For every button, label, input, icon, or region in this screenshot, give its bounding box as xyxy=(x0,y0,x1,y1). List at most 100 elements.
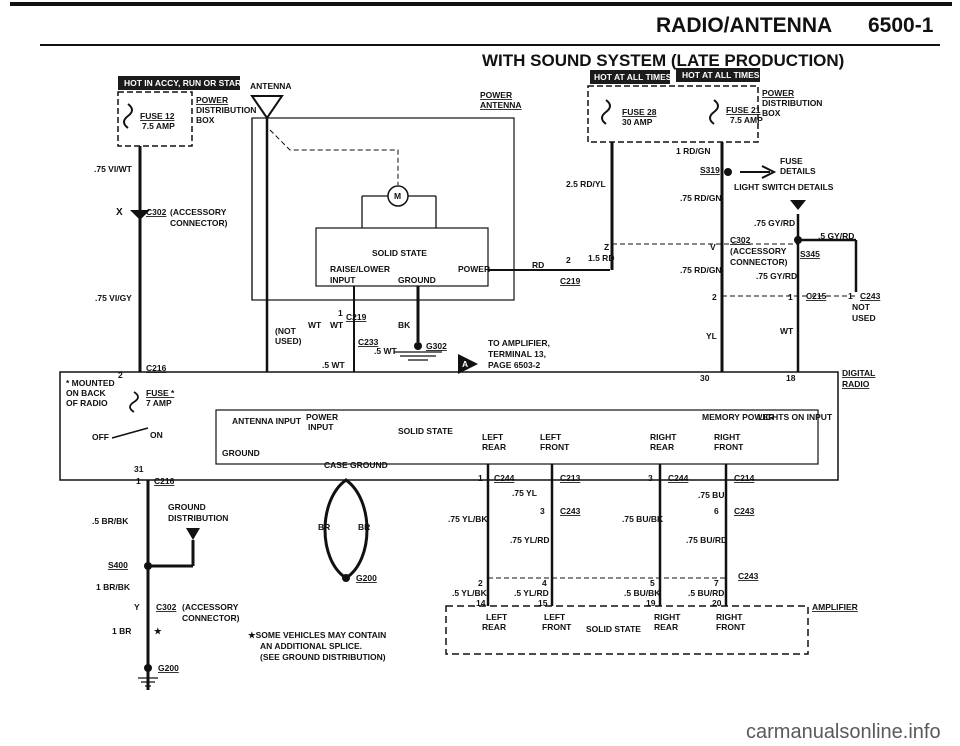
wire-label: .75 YL xyxy=(512,488,537,498)
not-used-2: USED xyxy=(852,313,876,323)
radio-ch-lf-2: FRONT xyxy=(540,442,570,452)
connector-pin: 3 xyxy=(648,473,653,483)
pin: 14 xyxy=(476,598,486,608)
not-used-label: (NOT xyxy=(275,326,297,336)
amp-rf-2: FRONT xyxy=(716,622,746,632)
connector-pin: 2 xyxy=(566,255,571,265)
right-pd-power: POWER xyxy=(762,88,794,98)
mounted-note-1: * MOUNTED xyxy=(66,378,115,388)
fuse-12-amp: 7.5 AMP xyxy=(142,121,175,131)
right-pd-distribution: DISTRIBUTION xyxy=(762,98,822,108)
lights-on-label: LIGHTS ON INPUT xyxy=(758,412,833,422)
radio-ch-rr-2: REAR xyxy=(650,442,674,452)
splice-star: ★ xyxy=(154,626,163,636)
right-pd-box: BOX xyxy=(762,108,781,118)
amp-lf-1: LEFT xyxy=(544,612,566,622)
connector-pin: 3 xyxy=(540,506,545,516)
power-antenna-label: POWER xyxy=(480,90,512,100)
ground-label: G200 xyxy=(158,663,179,673)
amp-lf-2: FRONT xyxy=(542,622,572,632)
amp-note-2: TERMINAL 13, xyxy=(488,349,546,359)
wire-label: .75 BU/RD xyxy=(686,535,727,545)
pin-30: 30 xyxy=(700,373,710,383)
motor-label: M xyxy=(394,191,401,201)
connector-pin: V xyxy=(710,242,716,252)
pin: 7 xyxy=(714,578,719,588)
connector-pin: Z xyxy=(604,242,609,252)
antenna-input-label: ANTENNA INPUT xyxy=(232,416,302,426)
fuse-details-2: DETAILS xyxy=(780,166,816,176)
connector-pin: 1 xyxy=(338,308,343,318)
antenna-symbol xyxy=(250,95,284,120)
digital-radio-box xyxy=(59,371,839,481)
fuse-details-arrow xyxy=(740,165,777,179)
wire-label: .75 GY/RD xyxy=(754,218,795,228)
connector-desc: (ACCESSORY xyxy=(730,246,787,256)
raise-lower-label: RAISE/LOWER xyxy=(330,264,390,274)
wire-label: YL xyxy=(706,331,717,341)
wire-label: BR xyxy=(318,522,330,532)
connector-pin: 1 xyxy=(478,473,483,483)
wire-label: .5 YL/RD xyxy=(514,588,549,598)
connector-label: C215 xyxy=(806,291,827,301)
pin: 20 xyxy=(712,598,722,608)
amp-rr-2: REAR xyxy=(654,622,678,632)
connector-pin: 6 xyxy=(714,506,719,516)
connector-label: C302 xyxy=(146,207,167,217)
antenna-solid-state: SOLID STATE xyxy=(372,248,427,258)
left-power-distribution-box xyxy=(117,91,193,147)
connector-label: C244 xyxy=(668,473,689,483)
wire-label: .75 VI/WT xyxy=(94,164,133,174)
radio-ground-label: GROUND xyxy=(222,448,260,458)
wire-label: .5 YL/BK xyxy=(452,588,488,598)
wire-label: RD xyxy=(532,260,544,270)
page-title: RADIO/ANTENNA xyxy=(656,14,832,37)
wire-label: 2.5 RD/YL xyxy=(566,179,606,189)
ground-label: G200 xyxy=(356,573,377,583)
diagram-subtitle: WITH SOUND SYSTEM (LATE PRODUCTION) xyxy=(482,51,844,70)
connector-pin: X xyxy=(116,207,123,218)
radio-input-label: INPUT xyxy=(308,422,334,432)
splice-dot xyxy=(724,168,732,176)
ground-dot xyxy=(342,574,350,582)
amp-rr-1: RIGHT xyxy=(654,612,681,622)
hot-all-tag-2 xyxy=(676,68,760,82)
connector-label: C214 xyxy=(734,473,755,483)
connector-label: C213 xyxy=(560,473,581,483)
ground-dist-2: DISTRIBUTION xyxy=(168,513,228,523)
radio-ch-lf-1: LEFT xyxy=(540,432,562,442)
radio-fuse-amp: 7 AMP xyxy=(146,398,172,408)
page-number: 6500-1 xyxy=(868,14,934,37)
splice-label: S400 xyxy=(108,560,128,570)
connector-pin: 2 xyxy=(712,292,717,302)
power-antenna-box xyxy=(251,117,515,301)
wire-label: .75 YL/RD xyxy=(510,535,550,545)
connector-symbol xyxy=(130,210,150,220)
wire-label: 1 RD/GN xyxy=(676,146,710,156)
left-pd-distribution: DISTRIBUTION xyxy=(196,105,256,115)
wire-label: BR xyxy=(358,522,370,532)
ground-symbol xyxy=(138,677,158,687)
connector-label: C219 xyxy=(346,312,367,322)
radio-fuse-symbol xyxy=(129,391,139,413)
switch-on: ON xyxy=(150,430,163,440)
wire-label: .75 YL/BK xyxy=(448,514,488,524)
amp-arrow-badge xyxy=(458,354,478,374)
connector-pin: 1 xyxy=(788,292,793,302)
pin: 15 xyxy=(538,598,548,608)
wire-label: .75 VI/GY xyxy=(95,293,132,303)
wire-label: .75 GY/RD xyxy=(756,271,797,281)
connector-desc: (ACCESSORY xyxy=(170,207,227,217)
fuse-details-1: FUSE xyxy=(780,156,803,166)
wire-label: .5 BU/RD xyxy=(688,588,724,598)
antenna-dashed-link xyxy=(269,129,399,185)
wire-label: .5 WT xyxy=(374,346,397,356)
splice-dot xyxy=(794,236,802,244)
radio-ch-rf-1: RIGHT xyxy=(714,432,741,442)
splice-note-3: (SEE GROUND DISTRIBUTION) xyxy=(260,652,386,662)
connector-label: C216 xyxy=(154,476,175,486)
amp-lr-1: LEFT xyxy=(486,612,508,622)
antenna-ground: GROUND xyxy=(398,275,436,285)
pin: 5 xyxy=(650,578,655,588)
